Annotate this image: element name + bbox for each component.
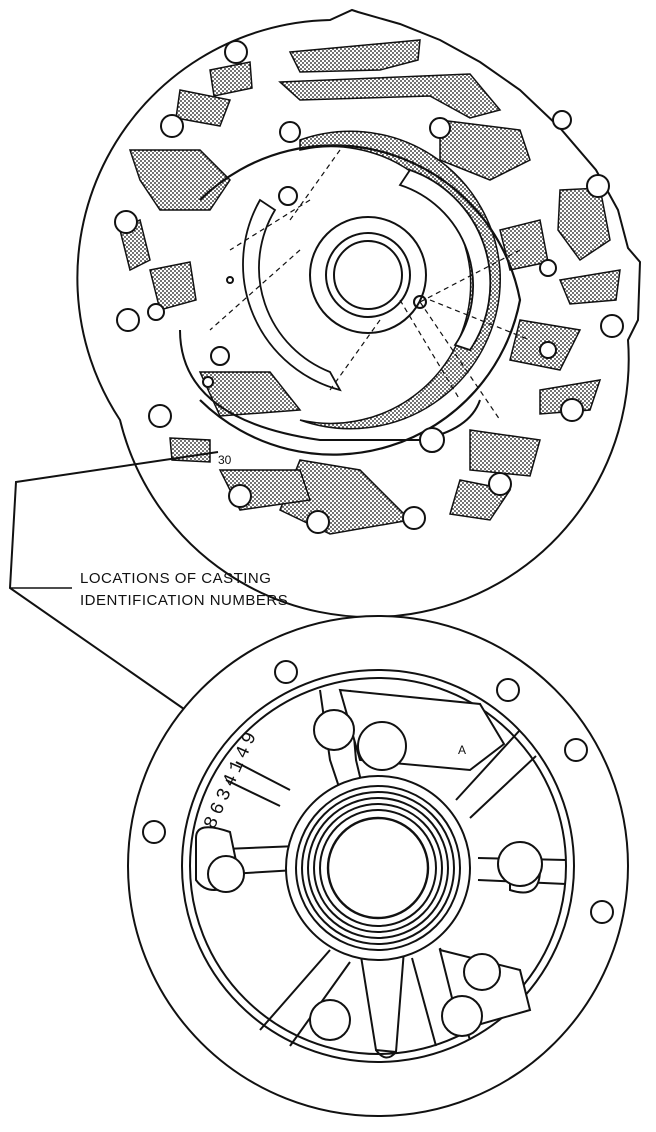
drilled-passages — [209, 149, 531, 421]
body-hub-bore — [326, 816, 430, 920]
inner-crescent — [242, 198, 342, 392]
outer-channel — [199, 144, 522, 456]
callout-label-line1: LOCATIONS OF CASTING — [80, 570, 271, 587]
body-hub-ring-1 — [285, 775, 471, 961]
cover-bolt-holes — [114, 40, 624, 534]
callout-label-line2: IDENTIFICATION NUMBERS — [80, 592, 288, 609]
body-ribs — [195, 689, 567, 1047]
body-inner-rim — [181, 669, 575, 1063]
pump-cover-top: 30 — [76, 8, 642, 619]
callout: LOCATIONS OF CASTING IDENTIFICATION NUMB… — [8, 451, 288, 749]
callout-leader-line — [8, 451, 241, 749]
cover-hub-outer — [309, 216, 427, 334]
cover-hub-mid — [325, 232, 411, 318]
cover-hub-inner — [333, 240, 403, 310]
body-letter-mark: A — [458, 743, 466, 757]
pump-body-bottom: 8634149 A — [127, 615, 629, 1117]
cover-casting-mark: 30 — [218, 453, 232, 467]
right-slot — [398, 168, 492, 352]
body-bolt-holes — [142, 660, 614, 924]
